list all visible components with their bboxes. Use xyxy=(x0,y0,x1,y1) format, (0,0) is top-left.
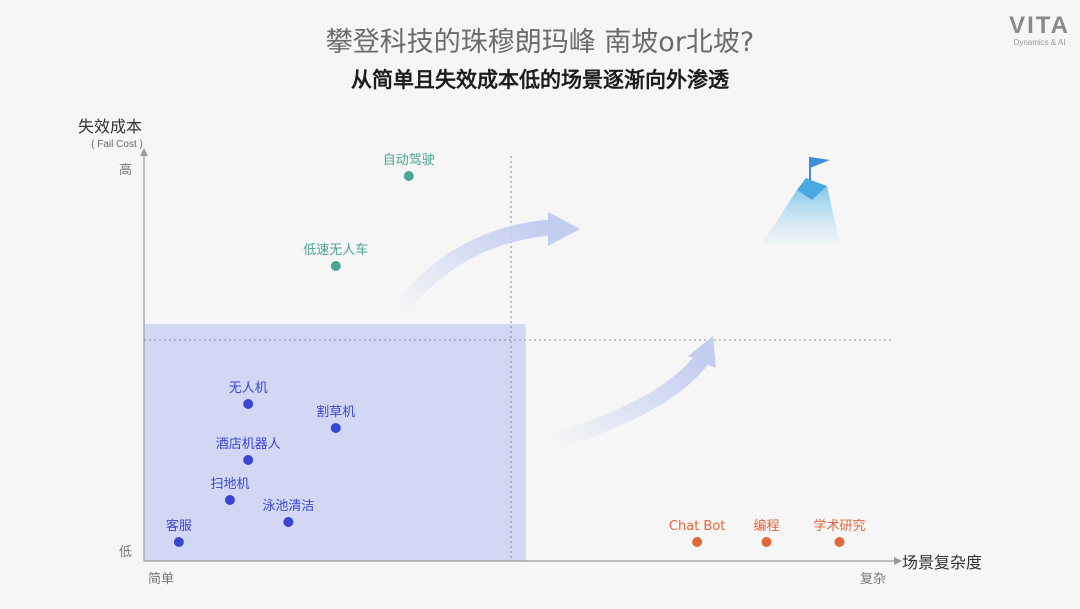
upper-trend-arrow-shaft xyxy=(392,220,553,318)
data-point xyxy=(243,455,254,465)
logo-tagline: Dynamics & AI xyxy=(1013,38,1066,47)
y-axis-sublabel: ( Fail Cost ) xyxy=(91,139,143,150)
x-axis-label: 场景复杂度 xyxy=(902,553,982,572)
chart-title: 攀登科技的珠穆朗玛峰 南坡or北坡? xyxy=(325,27,755,58)
mountain-peak-icon xyxy=(762,157,840,244)
y-tick-high: 高 xyxy=(119,162,132,178)
y-axis-arrowhead xyxy=(140,148,148,156)
data-point-label: 低速无人车 xyxy=(303,242,368,258)
data-point-label: 自动驾驶 xyxy=(383,153,435,168)
data-point xyxy=(692,537,703,547)
y-tick-low: 低 xyxy=(119,545,132,560)
data-point-label: 泳池清洁 xyxy=(262,499,314,514)
x-tick-simple: 简单 xyxy=(148,571,174,587)
data-point xyxy=(173,537,184,547)
data-point-label: 编程 xyxy=(753,519,779,534)
data-point xyxy=(761,537,772,547)
x-tick-complex: 复杂 xyxy=(860,572,886,587)
vita-logo: VITA Dynamics & AI xyxy=(1009,12,1070,47)
data-point xyxy=(243,399,254,409)
upper-trend-arrowhead xyxy=(548,212,580,246)
data-point xyxy=(330,423,341,433)
data-point-label: Chat Bot xyxy=(669,519,725,534)
data-point xyxy=(224,495,235,505)
data-point-label: 扫地机 xyxy=(210,477,249,492)
chart-subtitle: 从简单且失效成本低的场景逐渐向外渗透 xyxy=(351,68,729,92)
data-point xyxy=(330,261,341,271)
data-point xyxy=(403,171,414,181)
lower-trend-arrow-shaft xyxy=(542,354,708,450)
data-point xyxy=(834,537,845,547)
data-point-label: 割草机 xyxy=(316,404,355,420)
data-point-label: 客服 xyxy=(166,518,192,534)
data-point-label: 学术研究 xyxy=(813,518,865,534)
data-point-label: 无人机 xyxy=(229,381,268,396)
x-axis-arrowhead xyxy=(894,557,902,565)
logo-wordmark: VITA xyxy=(1009,12,1070,39)
data-point-label: 酒店机器人 xyxy=(216,437,281,452)
highlight-region xyxy=(144,324,526,561)
data-point xyxy=(283,517,294,527)
y-axis-label: 失效成本 xyxy=(78,117,142,136)
lower-trend-arrowhead xyxy=(688,336,716,368)
